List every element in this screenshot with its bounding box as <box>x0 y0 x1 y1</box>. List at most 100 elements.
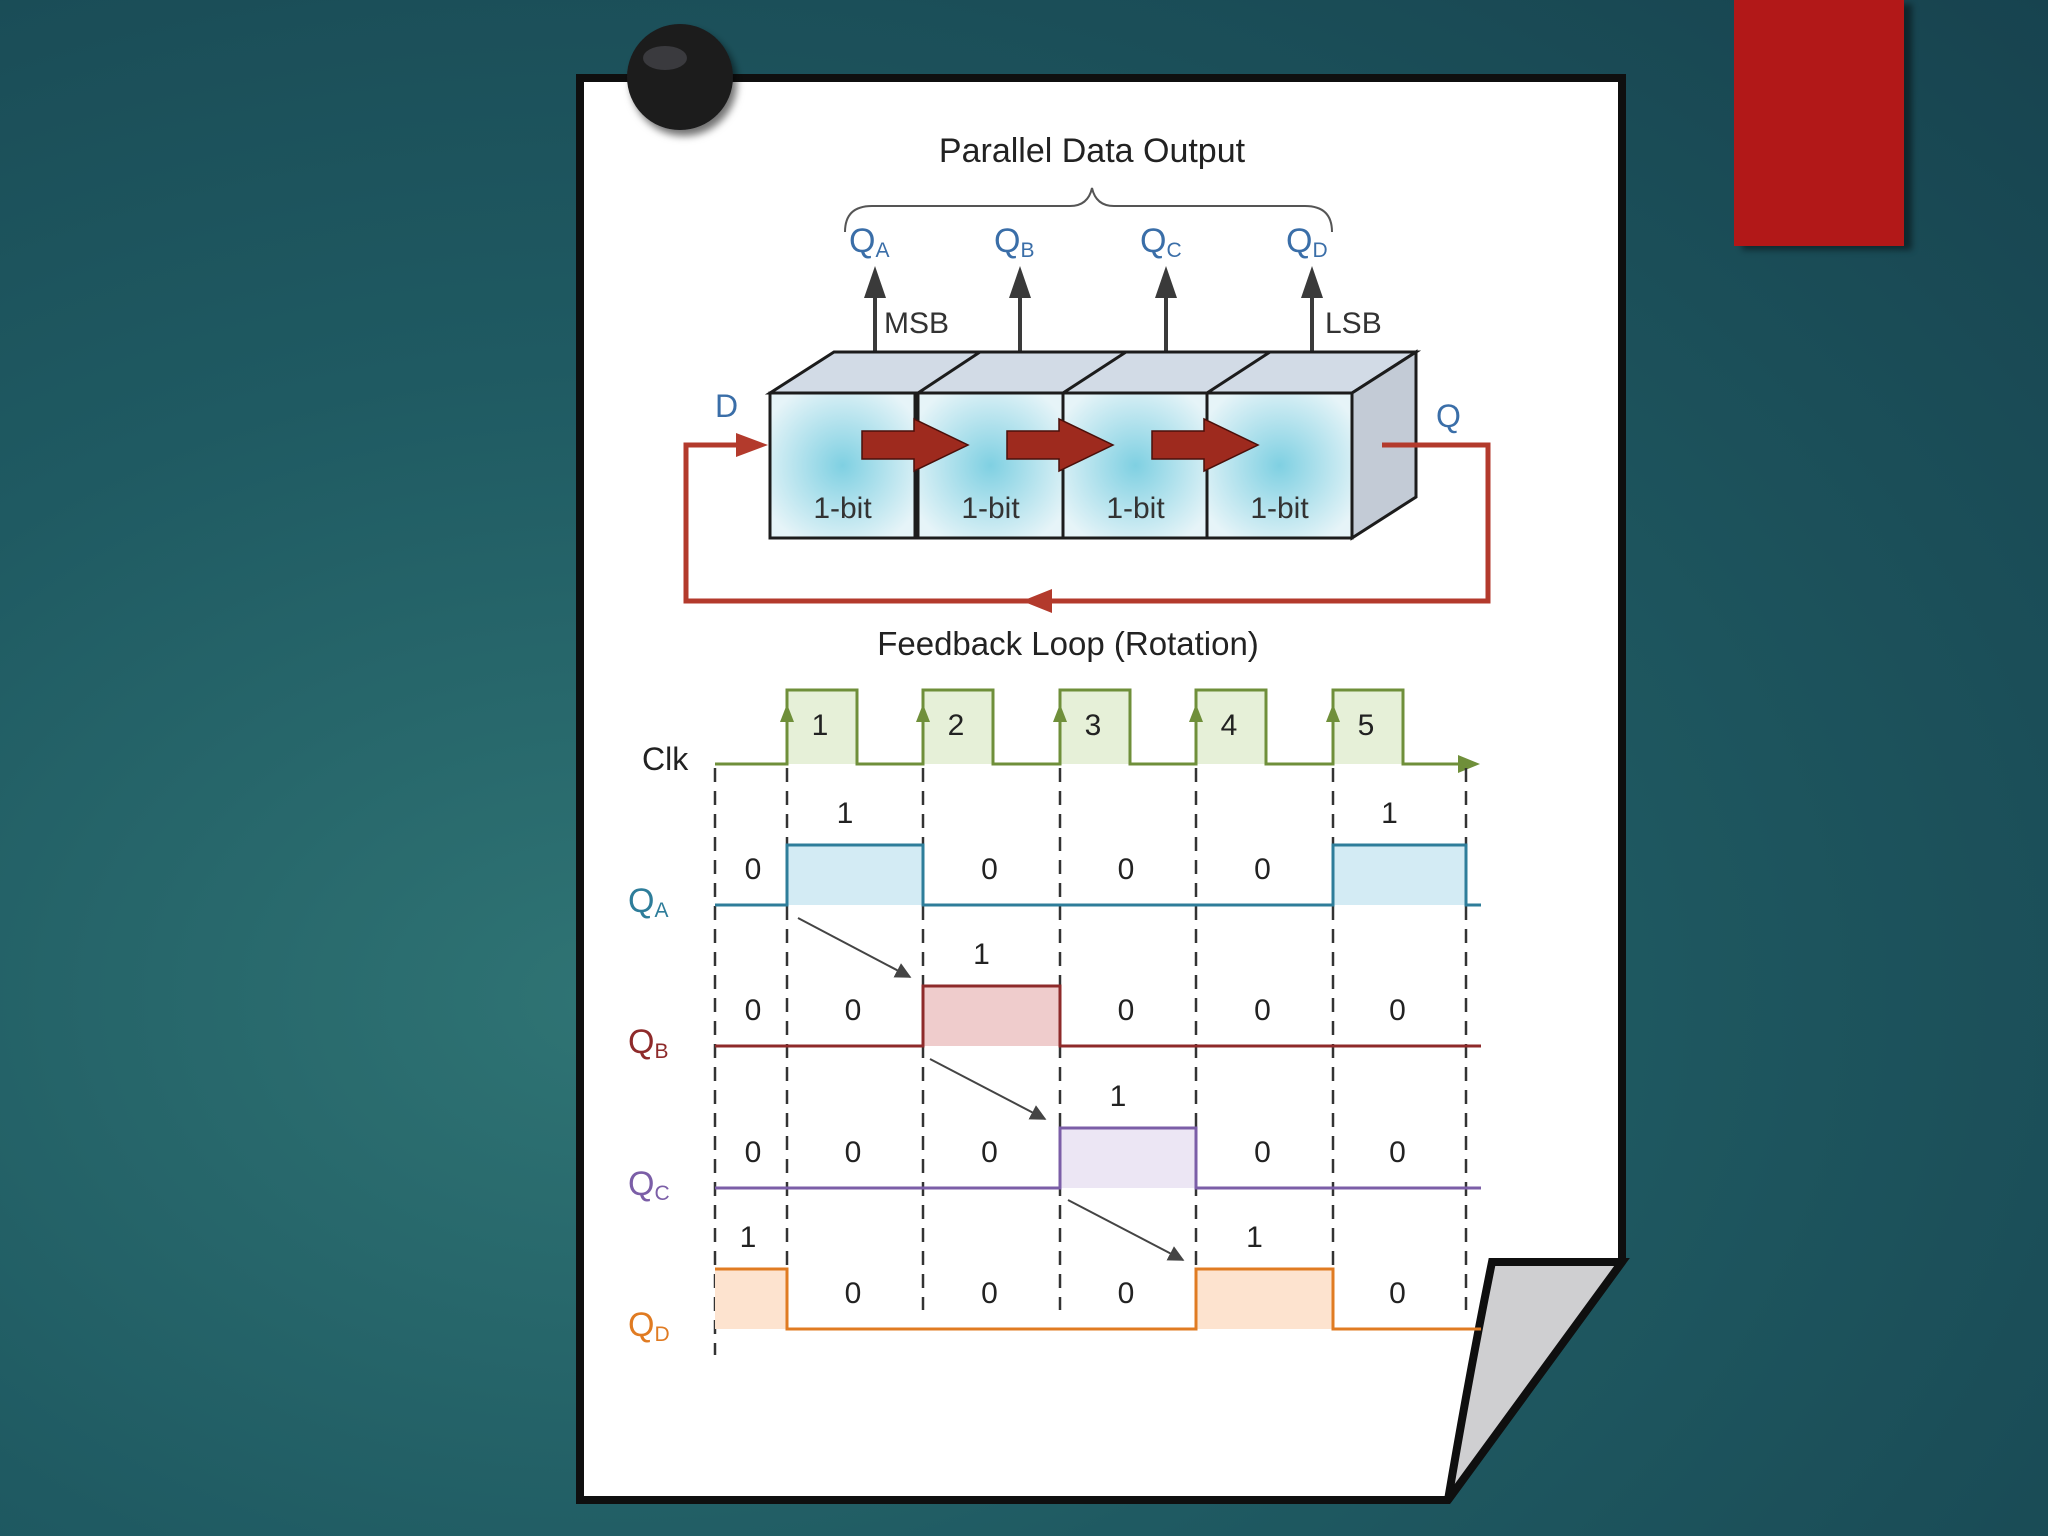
cell-face <box>916 391 1065 540</box>
clock-label: Clk <box>642 741 689 777</box>
cell-face <box>1061 391 1210 540</box>
register-cell: 1-bit <box>916 391 1065 540</box>
clock-signal: 1 2 3 4 5 <box>715 688 1480 773</box>
lsb-label: LSB <box>1325 307 1382 340</box>
output-arrow-icon <box>1155 266 1177 298</box>
shift-register-block: 1-bit 1-bit 1-bit 1-bit <box>764 349 1422 541</box>
signal-high-fill <box>1333 845 1466 905</box>
cell-label: 1-bit <box>961 492 1020 525</box>
signal-high-fill <box>1196 1269 1333 1329</box>
bit-value: 0 <box>1389 1277 1406 1310</box>
bit-value: 0 <box>1118 853 1135 886</box>
shift-arrows <box>861 417 1260 473</box>
output-label-qc: QC <box>1140 222 1182 262</box>
cell-label: 1-bit <box>813 492 872 525</box>
bit-value: 1 <box>1110 1080 1127 1113</box>
output-label-qa: QA <box>849 222 889 262</box>
signal-waveform <box>715 843 1481 907</box>
output-arrow-icon <box>1301 266 1323 298</box>
signal-qd: QD 1 0 0 0 1 0 <box>628 1221 1481 1346</box>
clock-pulse-fill <box>1196 690 1266 764</box>
signal-high-fill <box>787 845 923 905</box>
cell-face <box>1205 391 1354 540</box>
shift-arrow-icon <box>797 917 912 978</box>
red-corner-tab <box>1734 0 1904 246</box>
bit-value: 1 <box>837 797 854 830</box>
clock-pulse-fill <box>1333 690 1403 764</box>
output-arrow-icon <box>864 266 886 298</box>
page-curl <box>1444 1258 1630 1503</box>
bit-value: 0 <box>1389 994 1406 1027</box>
clock-pulse-number: 1 <box>812 709 829 742</box>
bit-value: 0 <box>1389 1136 1406 1169</box>
pin-highlight <box>643 46 687 70</box>
bit-value: 1 <box>973 938 990 971</box>
signal-waveform <box>715 1126 1481 1190</box>
cell-label: 1-bit <box>1106 492 1165 525</box>
pin-icon <box>627 24 733 130</box>
shift-arrow-icon <box>1151 417 1260 473</box>
signal-label-qb: QB <box>628 1023 668 1063</box>
clock-waveform <box>715 688 1460 766</box>
bit-value: 0 <box>845 994 862 1027</box>
signal-high-fill <box>1060 1128 1196 1188</box>
clock-arrow-icon <box>1458 755 1480 773</box>
bit-value: 0 <box>1254 853 1271 886</box>
shift-arrow-icon <box>1006 417 1115 473</box>
signal-high-fill <box>715 1269 787 1329</box>
bit-value: 0 <box>745 994 762 1027</box>
signal-qb: QB 0 0 1 0 0 0 <box>628 938 1481 1063</box>
diagram-title: Parallel Data Output <box>939 132 1246 170</box>
bit-value: 0 <box>745 853 762 886</box>
bit-value: 0 <box>981 1136 998 1169</box>
bit-value: 1 <box>1246 1221 1263 1254</box>
register-cell: 1-bit <box>768 391 917 540</box>
signal-label-qd: QD <box>628 1306 670 1346</box>
register-cell: 1-bit <box>1205 391 1354 540</box>
shift-arrow-icon <box>861 417 970 473</box>
bit-value: 0 <box>845 1136 862 1169</box>
bit-value: 1 <box>1381 797 1398 830</box>
feedback-label: Feedback Loop (Rotation) <box>877 625 1259 662</box>
cell-label: 1-bit <box>1250 492 1309 525</box>
clock-pulse-fill <box>923 690 993 764</box>
input-d-label: D <box>715 388 738 424</box>
feedback-input-arrowhead <box>736 433 768 457</box>
clock-pulse-number: 2 <box>948 709 965 742</box>
clock-pulse-fill <box>787 690 857 764</box>
bit-value: 1 <box>740 1221 757 1254</box>
signal-high-fill <box>923 986 1060 1046</box>
time-gridlines <box>713 768 1468 1355</box>
output-q-label: Q <box>1436 398 1461 434</box>
bit-shift-arrows <box>797 917 1185 1261</box>
feedback-return-arrowhead <box>1022 589 1052 613</box>
signal-waveform <box>715 984 1481 1048</box>
clock-pulse-number: 3 <box>1085 709 1102 742</box>
clock-pulse-fill <box>1060 690 1130 764</box>
output-arrows <box>864 266 1323 375</box>
bit-value: 0 <box>845 1277 862 1310</box>
output-brace <box>844 187 1333 233</box>
bit-value: 0 <box>1254 1136 1271 1169</box>
clock-pulse-number: 5 <box>1358 709 1375 742</box>
signal-label-qc: QC <box>628 1165 670 1205</box>
bit-value: 0 <box>745 1136 762 1169</box>
bit-value: 0 <box>981 1277 998 1310</box>
cell-face <box>768 391 917 540</box>
bit-value: 0 <box>1118 1277 1135 1310</box>
output-arrow-icon <box>1009 266 1031 298</box>
register-cells: 1-bit 1-bit 1-bit 1-bit <box>768 391 1354 540</box>
bit-value: 0 <box>1118 994 1135 1027</box>
shift-arrow-icon <box>1067 1199 1185 1261</box>
signal-waveform <box>715 1267 1481 1331</box>
clock-pulse-number: 4 <box>1221 709 1238 742</box>
feedback-loop <box>683 433 1491 613</box>
output-label-qd: QD <box>1286 222 1328 262</box>
register-cell: 1-bit <box>1061 391 1210 540</box>
signal-qc: QC 0 0 0 1 0 0 <box>628 1080 1481 1205</box>
bit-value: 0 <box>1254 994 1271 1027</box>
